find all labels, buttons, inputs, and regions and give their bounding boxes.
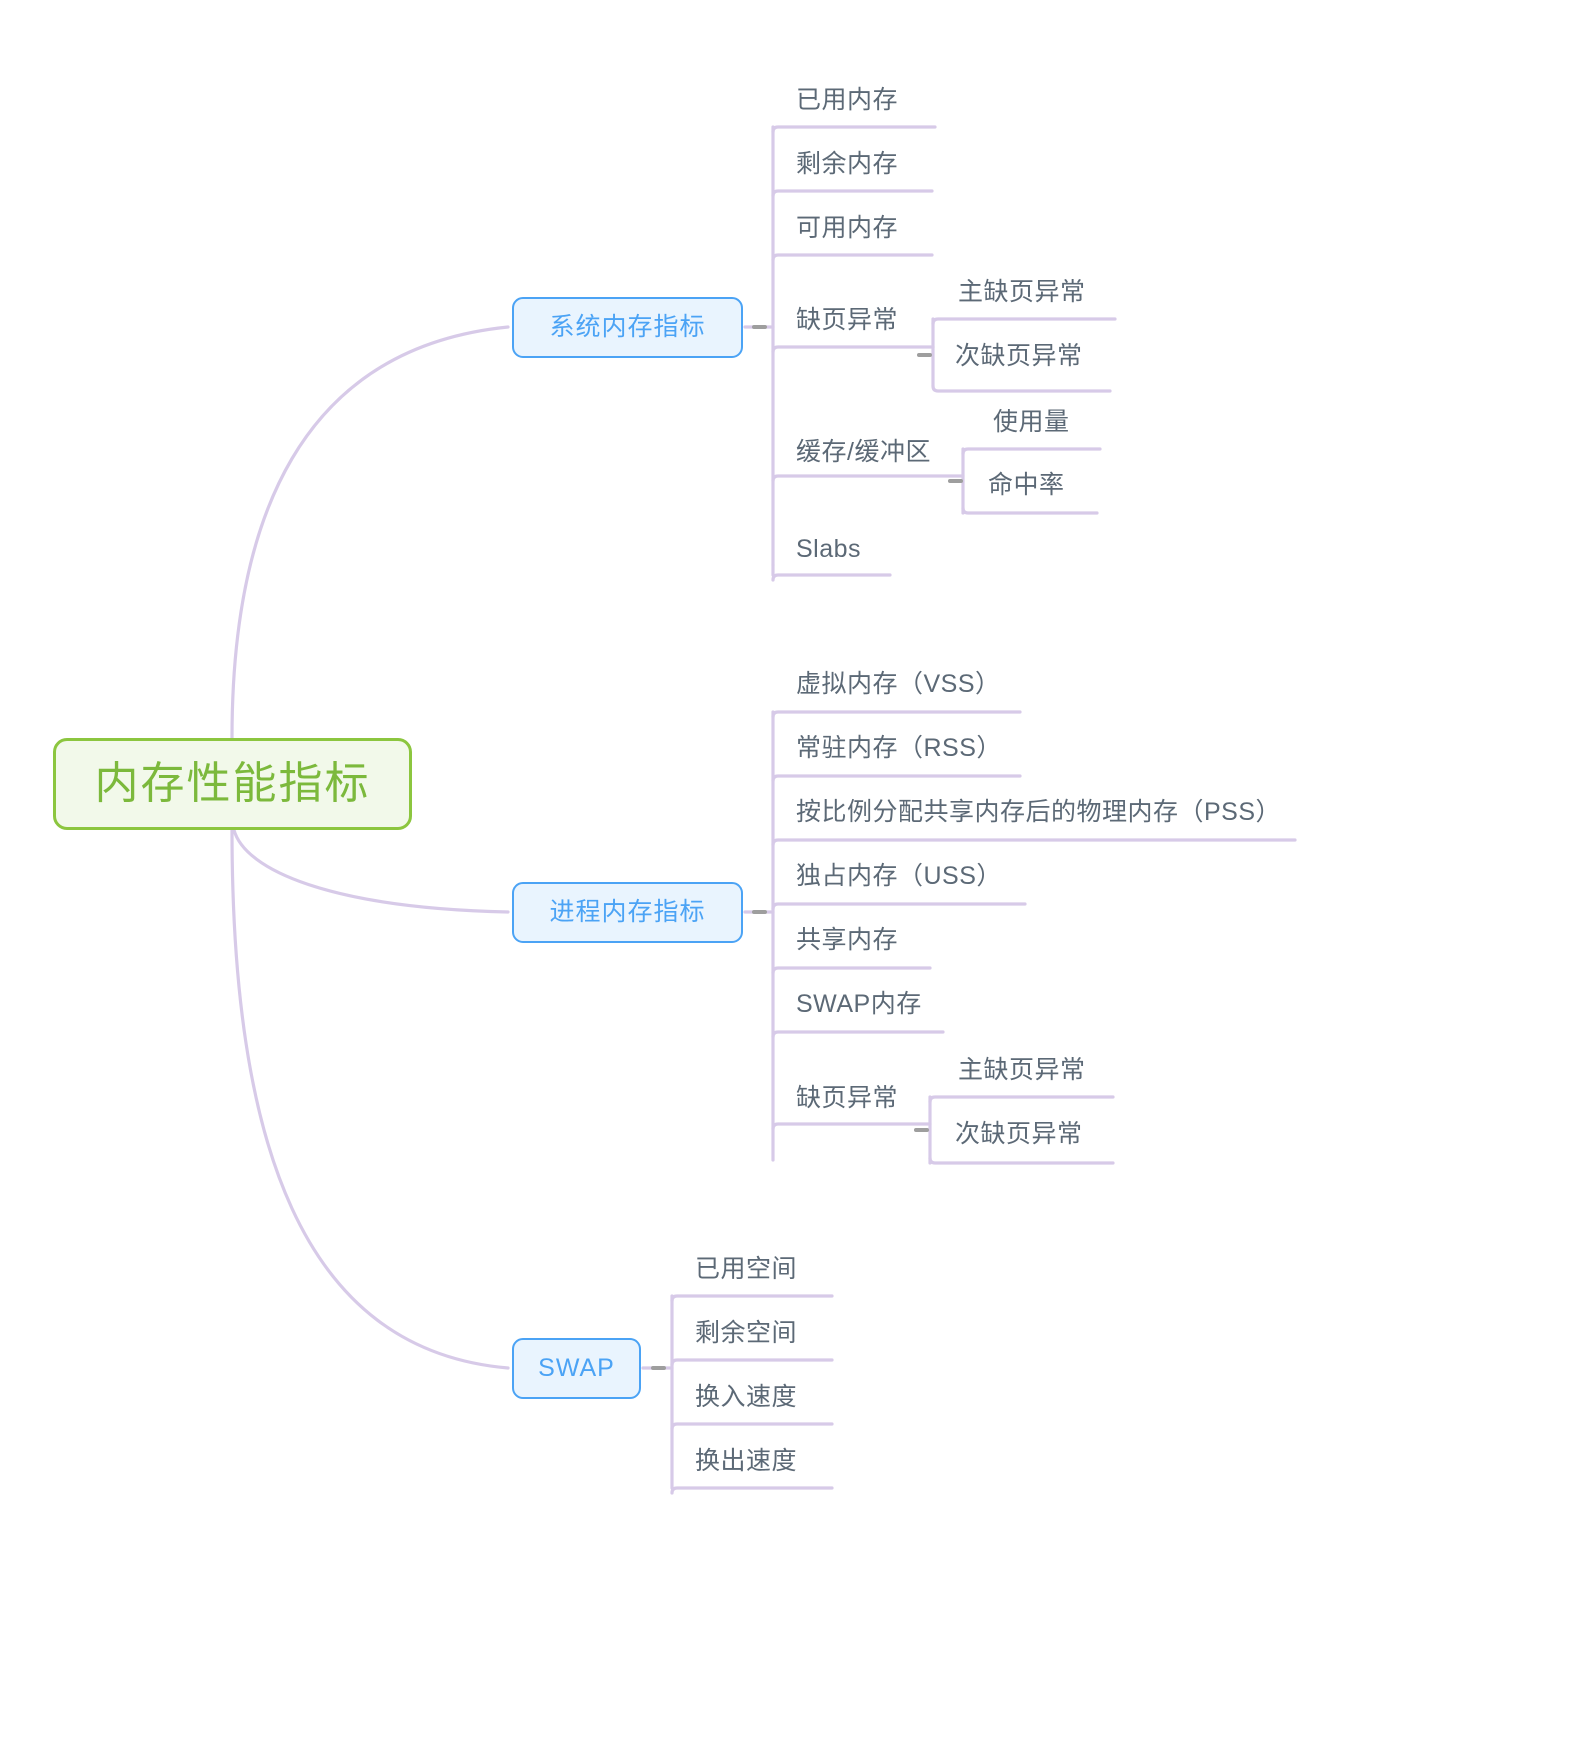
branch-node-label: 系统内存指标 <box>549 313 706 341</box>
branch-node-system-memory[interactable]: 系统内存指标 <box>512 297 743 358</box>
leaf-pss[interactable]: 按比例分配共享内存后的物理内存（PSS） <box>796 798 1282 826</box>
leaf-page-fault[interactable]: 缺页异常 <box>796 306 899 334</box>
collapse-toggle-system-memory[interactable] <box>752 325 767 329</box>
leaf-minor-page-fault[interactable]: 次缺页异常 <box>955 342 1083 370</box>
leaf-proc-major-page-fault[interactable]: 主缺页异常 <box>958 1056 1086 1084</box>
root-node-label: 内存性能指标 <box>94 759 371 808</box>
leaf-swap-out-rate[interactable]: 换出速度 <box>695 1447 798 1475</box>
root-node[interactable]: 内存性能指标 <box>53 738 412 830</box>
leaf-free-memory[interactable]: 剩余内存 <box>796 150 899 178</box>
leaf-uss[interactable]: 独占内存（USS） <box>796 862 1002 890</box>
leaf-cache-hit-rate[interactable]: 命中率 <box>988 471 1065 499</box>
leaf-cache-usage[interactable]: 使用量 <box>993 408 1070 436</box>
collapse-toggle-process-memory[interactable] <box>752 910 767 914</box>
collapse-toggle-sys-page-fault[interactable] <box>917 353 932 357</box>
branch-node-process-memory[interactable]: 进程内存指标 <box>512 882 743 943</box>
leaf-swap-memory[interactable]: SWAP内存 <box>796 990 922 1018</box>
leaf-swap-used[interactable]: 已用空间 <box>695 1255 798 1283</box>
leaf-slabs[interactable]: Slabs <box>796 535 862 563</box>
collapse-toggle-proc-page-fault[interactable] <box>914 1128 929 1132</box>
leaf-shared-memory[interactable]: 共享内存 <box>796 926 899 954</box>
leaf-proc-minor-page-fault[interactable]: 次缺页异常 <box>955 1120 1083 1148</box>
collapse-toggle-cache-buffer[interactable] <box>948 479 963 483</box>
leaf-swap-free[interactable]: 剩余空间 <box>695 1319 798 1347</box>
leaf-vss[interactable]: 虚拟内存（VSS） <box>796 670 1001 698</box>
leaf-swap-in-rate[interactable]: 换入速度 <box>695 1383 798 1411</box>
branch-node-label: 进程内存指标 <box>549 898 706 926</box>
leaf-used-memory[interactable]: 已用内存 <box>796 86 899 114</box>
leaf-proc-page-fault[interactable]: 缺页异常 <box>796 1084 899 1112</box>
leaf-available-memory[interactable]: 可用内存 <box>796 214 899 242</box>
branch-node-swap[interactable]: SWAP <box>512 1338 641 1399</box>
branch-node-label: SWAP <box>538 1354 615 1382</box>
leaf-major-page-fault[interactable]: 主缺页异常 <box>958 278 1086 306</box>
leaf-rss[interactable]: 常驻内存（RSS） <box>796 734 1002 762</box>
collapse-toggle-swap[interactable] <box>651 1366 666 1370</box>
leaf-cache-buffer[interactable]: 缓存/缓冲区 <box>796 438 931 466</box>
